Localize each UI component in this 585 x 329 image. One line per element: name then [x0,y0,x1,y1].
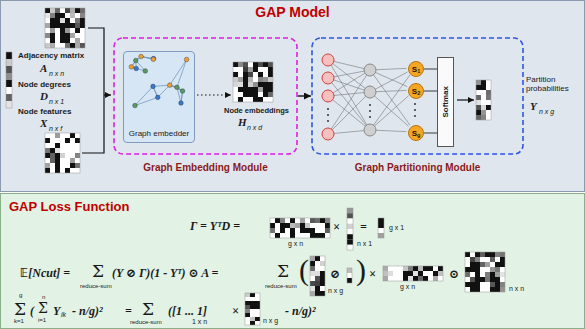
input-label: Node degrees [18,80,71,89]
node-text: Graph embedder [129,129,189,138]
formula-text: n x n [509,285,524,292]
input-label: A [40,62,47,74]
formula-text: reduce-sum [80,283,112,289]
softmax-box: Softmax [437,57,454,147]
formula-text: ⊘ [330,267,340,282]
input-label: n x f [49,125,62,132]
input-label: n x g [539,108,554,115]
input-label: H [238,116,247,128]
node-text: S [412,65,417,74]
module-box: Graph Partitioning ModuleS1S2SgSoftmax [311,37,524,173]
matrix-picture [6,52,12,108]
formula-text: Σ [92,261,104,281]
formula-text: n x 1 [357,240,372,247]
model-panel: GAP ModelGraph Embedding Module Graph emb… [0,0,585,192]
formula-text: n [42,294,45,300]
formula-text: 1 x n [192,318,207,325]
formula-text: ( [30,304,34,319]
node-text: Softmax [441,86,450,118]
formula-text: × [333,220,340,235]
formula-text: 𝔼[Ncut] = [20,266,70,281]
formula-text: Σ [277,261,289,281]
output-neuron: S1 [408,61,424,77]
formula-text: Σ [142,299,154,319]
input-arrow [104,94,111,95]
node-text: GAP Loss Function [9,199,129,214]
output-arrow [457,99,474,100]
formula-text: i=1 [38,317,46,323]
formula-text: = [125,304,132,319]
formula-text: Σ [14,299,26,319]
formula-text: ([1 ... 1] [168,304,207,319]
subscript: 2 [417,90,420,96]
output-neuron: S2 [408,83,424,99]
input-label: n x n [49,70,64,77]
formula-text: k=1 [14,318,24,324]
input-label: Partition probabilities [526,76,582,94]
formula-text: Γ = YᵀD = [190,219,240,234]
formula-text: - n/g)² [72,304,103,319]
node-text: GAP Model [255,4,329,20]
connector [298,95,311,96]
matrix-picture [233,62,273,102]
formula-text: g x 1 [389,224,404,231]
input-label: D [40,90,48,102]
formula-text: ik [61,311,66,318]
matrix-picture [378,218,384,238]
input-label: n x d [247,124,262,131]
input-label: Y [530,100,537,112]
formula-text: reduce-sum [130,319,162,325]
formula-text: g [19,292,22,298]
matrix-picture [45,133,80,173]
input-wire [82,28,104,153]
input-label: X [40,117,47,129]
subscript: 1 [417,68,420,74]
node-text: Graph Embedding Module [143,162,267,173]
input-label: n x 1 [49,98,64,105]
subscript: g [417,132,420,138]
matrix-picture [310,256,325,296]
formula-text: × [232,304,239,319]
formula-text: (Y ⊘ Γ)(1 - Yᵀ) ⊙ A = [112,266,218,281]
input-label: Adjacency matrix [18,51,84,60]
formula-text: - n/g)² [285,304,316,319]
formula-text: ⊙ [449,267,459,282]
formula-text: g x n [400,283,415,290]
matrix-picture [347,208,353,250]
input-label: Node embeddings [224,106,289,115]
formula-text: Y [53,304,60,319]
node-text: S [412,87,417,96]
matrix-picture [476,80,491,120]
matrix-picture [347,268,352,283]
matrix-picture [245,293,260,325]
formula-text: = [360,220,367,235]
connector [424,69,437,70]
formula-text: n x g [328,287,343,294]
matrix-picture [45,8,85,48]
formula-text: n x g [263,317,278,324]
connector [424,91,437,92]
input-label: Node features [18,107,71,116]
formula-text: ) [356,253,366,287]
node-text: Graph Partitioning Module [355,162,481,173]
node-text: S [412,129,417,138]
matrix-picture [383,266,443,281]
connector [424,133,437,134]
formula-text: g x n [288,240,303,247]
matrix-picture [465,252,505,292]
formula-text: Σ [38,300,48,316]
formula-text: × [369,267,376,282]
formula-text: ( [299,253,309,287]
formula-text: reduce-sum [265,283,297,289]
matrix-picture [270,218,330,238]
output-neuron: Sg [408,125,424,141]
dotted-arrow [197,94,231,95]
graph-picture [129,54,189,108]
neural-network [322,54,416,140]
